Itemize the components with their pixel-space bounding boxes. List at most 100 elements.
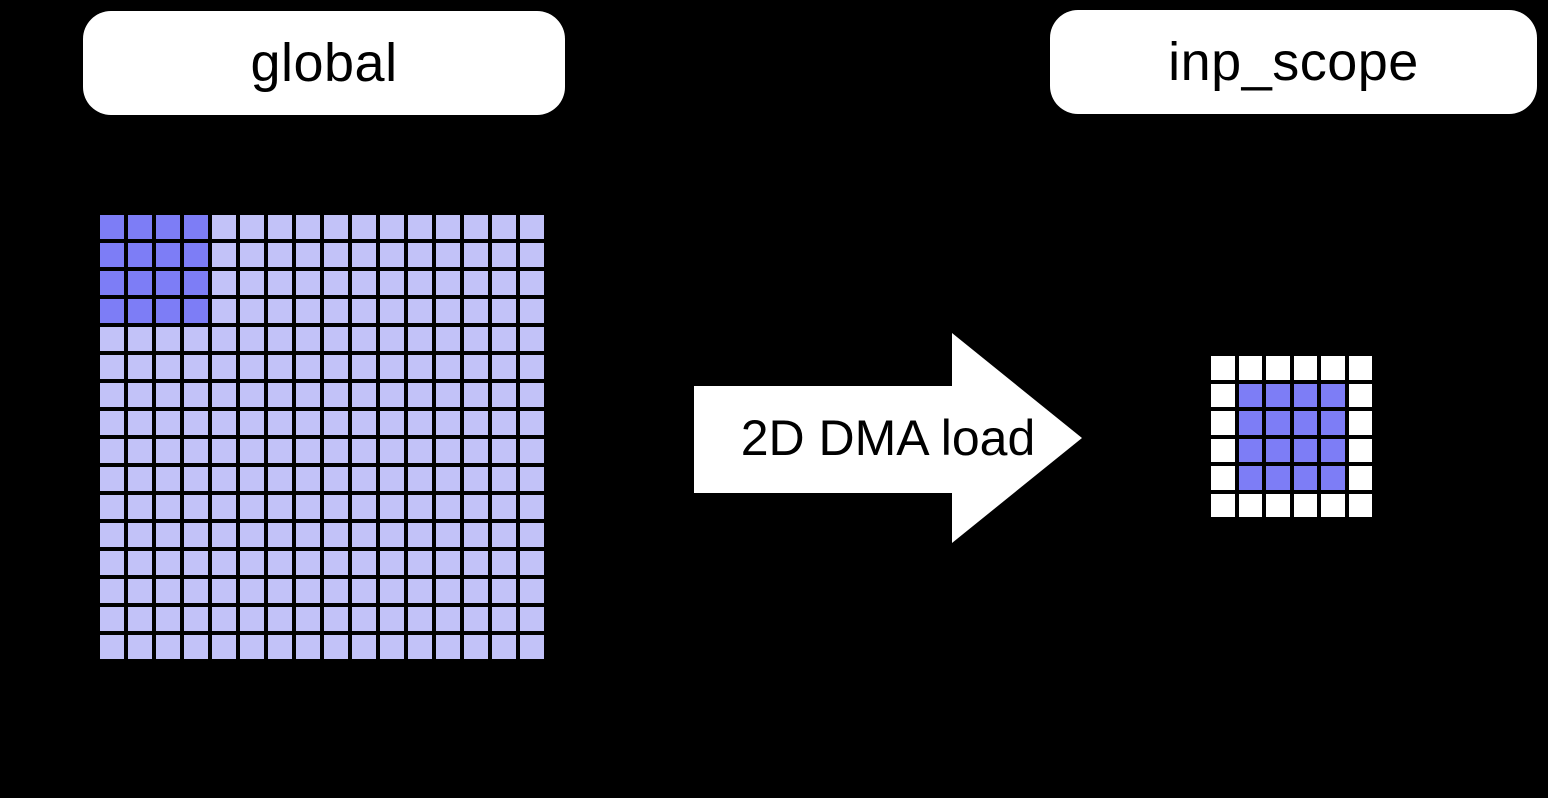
grid-cell: [240, 215, 264, 239]
grid-cell: [492, 411, 516, 435]
grid-cell: [492, 607, 516, 631]
grid-cell: [408, 271, 432, 295]
grid-cell: [520, 215, 544, 239]
grid-cell: [408, 383, 432, 407]
grid-cell: [100, 327, 124, 351]
grid-cell-highlighted: [184, 271, 208, 295]
grid-cell: [296, 299, 320, 323]
grid-cell: [1348, 438, 1372, 462]
grid-cell: [436, 579, 460, 603]
grid-cell: [156, 607, 180, 631]
grid-cell: [1211, 438, 1235, 462]
grid-cell: [184, 495, 208, 519]
grid-cell: [296, 215, 320, 239]
grid-cell: [380, 327, 404, 351]
grid-cell: [128, 383, 152, 407]
grid-cell-highlighted: [1321, 383, 1345, 407]
grid-cell-highlighted: [156, 299, 180, 323]
grid-cell: [268, 495, 292, 519]
grid-cell: [520, 271, 544, 295]
grid-cell: [128, 355, 152, 379]
grid-cell: [380, 411, 404, 435]
grid-cell: [324, 523, 348, 547]
global-memory-grid: [100, 215, 544, 659]
grid-cell-highlighted: [156, 271, 180, 295]
grid-cell: [324, 467, 348, 491]
grid-cell-highlighted: [1238, 383, 1262, 407]
grid-cell: [352, 383, 376, 407]
grid-cell: [492, 439, 516, 463]
grid-cell: [408, 411, 432, 435]
grid-cell: [436, 243, 460, 267]
grid-cell: [212, 467, 236, 491]
grid-cell: [464, 215, 488, 239]
grid-cell: [324, 327, 348, 351]
grid-cell: [492, 383, 516, 407]
grid-cell: [268, 579, 292, 603]
grid-cell: [324, 215, 348, 239]
grid-cell: [156, 495, 180, 519]
grid-cell: [436, 299, 460, 323]
grid-cell: [492, 523, 516, 547]
grid-cell: [128, 551, 152, 575]
grid-cell: [156, 467, 180, 491]
grid-cell: [268, 271, 292, 295]
grid-cell: [184, 439, 208, 463]
grid-cell: [520, 523, 544, 547]
grid-cell: [464, 579, 488, 603]
grid-cell: [436, 551, 460, 575]
grid-cell: [296, 327, 320, 351]
grid-cell-highlighted: [184, 243, 208, 267]
grid-cell: [380, 579, 404, 603]
grid-cell: [352, 327, 376, 351]
grid-cell: [520, 411, 544, 435]
grid-cell: [212, 383, 236, 407]
grid-cell: [520, 495, 544, 519]
grid-cell: [408, 495, 432, 519]
grid-cell: [464, 551, 488, 575]
grid-cell: [520, 299, 544, 323]
grid-cell: [436, 215, 460, 239]
grid-cell: [492, 551, 516, 575]
grid-cell: [324, 607, 348, 631]
grid-cell: [408, 607, 432, 631]
grid-cell: [324, 551, 348, 575]
grid-cell: [324, 243, 348, 267]
grid-cell: [268, 439, 292, 463]
grid-cell: [240, 411, 264, 435]
grid-cell: [436, 607, 460, 631]
grid-cell: [464, 523, 488, 547]
grid-cell: [520, 355, 544, 379]
grid-cell-highlighted: [1321, 438, 1345, 462]
grid-cell: [380, 383, 404, 407]
inp-scope-buffer-grid: [1211, 356, 1372, 517]
grid-cell: [156, 327, 180, 351]
grid-cell: [296, 271, 320, 295]
grid-cell: [464, 467, 488, 491]
grid-cell: [1238, 356, 1262, 380]
dma-arrow: [694, 333, 1082, 543]
grid-cell: [1238, 493, 1262, 517]
grid-cell: [212, 411, 236, 435]
grid-cell: [156, 551, 180, 575]
grid-cell: [128, 467, 152, 491]
grid-cell-highlighted: [100, 243, 124, 267]
grid-cell: [324, 635, 348, 659]
grid-cell: [436, 327, 460, 351]
grid-cell: [464, 635, 488, 659]
grid-cell: [520, 467, 544, 491]
grid-cell: [156, 439, 180, 463]
grid-cell: [268, 327, 292, 351]
grid-cell: [100, 439, 124, 463]
grid-cell-highlighted: [1293, 466, 1317, 490]
grid-cell: [380, 495, 404, 519]
grid-cell: [296, 551, 320, 575]
grid-cell: [408, 579, 432, 603]
grid-cell-highlighted: [100, 271, 124, 295]
grid-cell: [408, 355, 432, 379]
grid-cell: [380, 271, 404, 295]
right-arrow-icon: [694, 333, 1082, 543]
grid-cell: [464, 355, 488, 379]
grid-cell: [1321, 356, 1345, 380]
grid-cell: [1211, 493, 1235, 517]
